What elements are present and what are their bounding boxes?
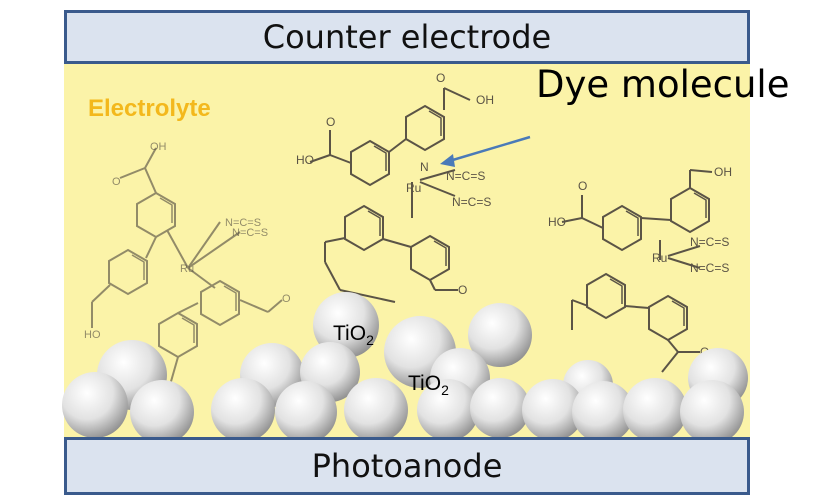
o-atom-right-1: O xyxy=(578,179,587,193)
ncs-ligand-middle-2: N=C=S xyxy=(452,195,491,209)
tio2-label-2: TiO2 xyxy=(408,372,449,399)
oh-group-left-1: OH xyxy=(150,141,167,153)
oh-group-middle: OH xyxy=(476,93,494,107)
o-atom-left-2: O xyxy=(282,293,291,305)
ncs-ligand-right-1: N=C=S xyxy=(690,235,729,249)
o-atom-middle-1: O xyxy=(436,71,445,85)
tio2-nanoparticles xyxy=(62,292,748,444)
photoanode-label: Photoanode xyxy=(311,447,503,485)
dye-molecule-label: Dye molecule xyxy=(536,63,790,106)
counter-electrode: Counter electrode xyxy=(64,10,750,64)
ho-group-left: HO xyxy=(84,329,101,341)
dye-molecule-middle-text: Ru N=C=S N=C=S OH O HO O N O xyxy=(296,71,494,297)
ncs-ligand-left-1: N=C=S xyxy=(225,217,261,229)
ru-atom-middle: Ru xyxy=(406,181,421,195)
dye-molecule-right-text: Ru N=C=S N=C=S OH HO O O xyxy=(548,165,732,359)
tio2-label-1: TiO2 xyxy=(333,322,374,349)
oh-group-right: OH xyxy=(714,165,732,179)
ncs-ligand-right-2: N=C=S xyxy=(690,261,729,275)
ncs-ligand-left-2: N=C=S xyxy=(232,227,268,239)
ho-group-middle: HO xyxy=(296,153,314,167)
o-atom-middle-2: O xyxy=(326,115,335,129)
photoanode: Photoanode xyxy=(64,437,750,495)
dye-molecule-left xyxy=(91,147,283,386)
ncs-ligand-middle-1: N=C=S xyxy=(446,169,485,183)
dye-molecule-middle xyxy=(309,87,471,303)
dye-molecule-right xyxy=(561,169,713,373)
ho-group-right: HO xyxy=(548,215,566,229)
ru-atom-left: Ru xyxy=(180,263,194,275)
dye-pointer-arrow xyxy=(440,135,531,167)
o-atom-middle-3: O xyxy=(458,283,467,297)
o-atom-left-1: O xyxy=(112,176,121,188)
n-atom-middle: N xyxy=(420,160,429,174)
electrolyte-label: Electrolyte xyxy=(88,95,211,122)
ru-atom-right: Ru xyxy=(652,251,667,265)
dye-molecule-left-text: Ru N=C=S N=C=S OH O HO O xyxy=(84,141,291,341)
counter-electrode-label: Counter electrode xyxy=(262,18,552,56)
